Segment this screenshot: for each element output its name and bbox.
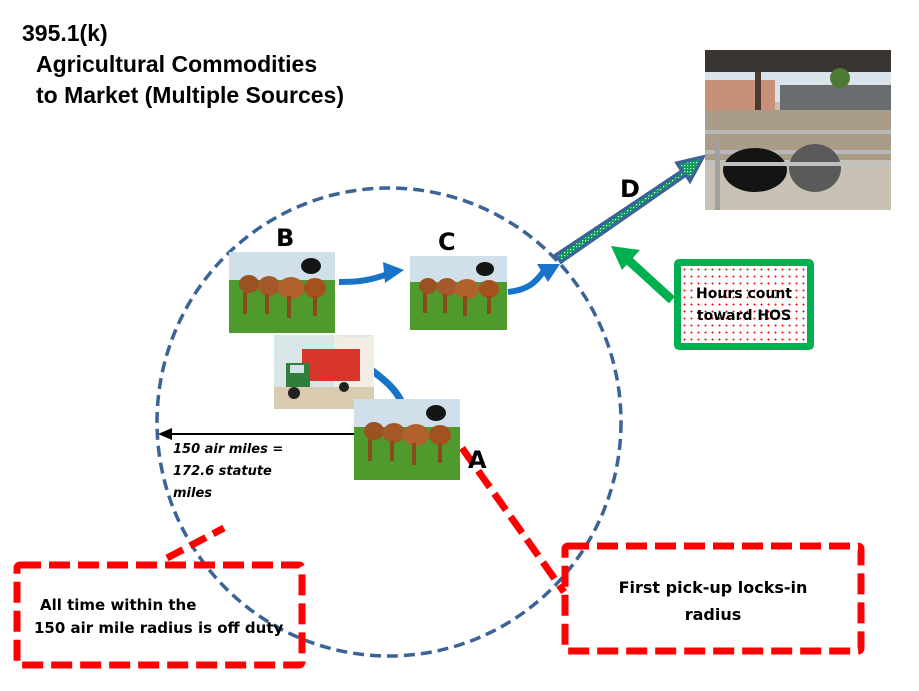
- radius-label-line-1: 150 air miles =: [173, 442, 284, 457]
- market-arrow-d: [553, 154, 707, 265]
- location-label-a: A: [468, 446, 487, 474]
- title-line-2: Agricultural Commodities: [36, 51, 318, 77]
- radius-label-line-2: 172.6 statute: [173, 464, 272, 479]
- location-label-b: B: [276, 224, 295, 252]
- pickup-line-2: radius: [684, 605, 742, 624]
- cattle-photo-a: [354, 399, 460, 480]
- radius-label: 150 air miles = 172.6 statute miles: [173, 439, 303, 505]
- cattle-herd-image: [410, 256, 507, 330]
- pickup-leader-line: [459, 445, 567, 595]
- location-label-c: C: [438, 228, 456, 256]
- cattle-herd-image: [229, 252, 335, 333]
- hos-callout-text: Hours count toward HOS: [696, 283, 792, 327]
- hos-callout-line-2: toward HOS: [696, 307, 792, 324]
- pickup-callout-text: First pick-up locks-in radius: [565, 574, 861, 628]
- hos-callout-box: Hours count toward HOS: [674, 259, 814, 350]
- off-duty-leader-line: [165, 524, 226, 562]
- off-duty-callout-text: All time within the 150 air mile radius …: [34, 594, 283, 640]
- radius-arrow: [158, 428, 355, 440]
- hos-callout-line-1: Hours count: [696, 285, 792, 302]
- truck-photo: [274, 335, 374, 409]
- route-arrow-b-to-c: [338, 262, 404, 285]
- radius-circle: [155, 186, 623, 658]
- off-duty-line-2: 150 air mile radius is off duty: [34, 619, 284, 637]
- pickup-line-1: First pick-up locks-in: [618, 578, 808, 597]
- off-duty-line-1: All time within the: [40, 596, 197, 614]
- route-arrow-c-to-edge: [507, 264, 560, 295]
- location-label-d: D: [620, 175, 640, 203]
- cattle-photo-b: [229, 252, 335, 333]
- title-line-3: to Market (Multiple Sources): [36, 82, 344, 108]
- livestock-market-image: [705, 50, 891, 210]
- pickup-callout-box: [561, 542, 865, 655]
- hos-pointer-arrow: [611, 246, 676, 304]
- radius-label-line-3: miles: [173, 486, 213, 501]
- livestock-truck-image: [274, 335, 374, 409]
- off-duty-callout-box: [13, 561, 306, 669]
- cattle-photo-c: [410, 256, 507, 330]
- cattle-herd-image: [354, 399, 460, 480]
- market-photo: [705, 50, 891, 210]
- slide-title: 395.1(k) Agricultural Commodities to Mar…: [22, 18, 344, 111]
- title-line-1: 395.1(k): [22, 20, 108, 46]
